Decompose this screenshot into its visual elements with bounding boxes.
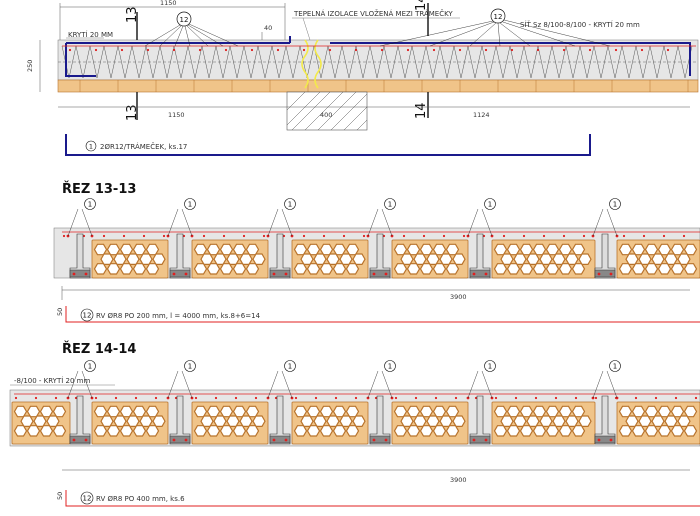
joist-callout-label: 1 — [388, 201, 392, 209]
joist-callout — [609, 360, 621, 372]
joist-callout — [609, 198, 621, 210]
joist-callout-label: 1 — [288, 201, 292, 209]
joist-callout-label: 1 — [613, 201, 617, 209]
joist-callout-label: 1 — [288, 363, 292, 371]
svg-text:12: 12 — [180, 16, 189, 24]
callout-12-left — [176, 11, 192, 27]
joist-callout-label: 1 — [188, 363, 192, 371]
section-mark-14-bottom: 14 — [414, 102, 429, 119]
joist-callout — [184, 360, 196, 372]
joist-callout — [384, 198, 396, 210]
joist-callout — [384, 360, 396, 372]
section-14-mesh-label: -8/100 - KRYTÍ 20 mm — [14, 376, 90, 385]
svg-text:1: 1 — [89, 143, 93, 151]
joist-callout-label: 1 — [88, 201, 92, 209]
dim-40: 40 — [264, 24, 272, 32]
joist-callout-label: 1 — [488, 201, 492, 209]
section-mark-14-top: 14 — [414, 0, 429, 11]
wall-support — [286, 91, 368, 131]
joist-callout-label: 1 — [88, 363, 92, 371]
top-detail: 1150 250 40 — [26, 0, 699, 156]
svg-text:12: 12 — [83, 495, 92, 503]
joist-callout-label: 1 — [613, 363, 617, 371]
svg-text:12: 12 — [83, 312, 92, 320]
dim-1124: 1124 — [473, 111, 490, 119]
svg-text:12: 12 — [494, 13, 503, 21]
joist-callout-label: 1 — [488, 363, 492, 371]
joist-callout — [84, 360, 96, 372]
dim-400: 400 — [320, 111, 332, 119]
rebar-callout — [85, 140, 97, 152]
section-14-dim: 3900 — [450, 476, 467, 484]
section-13: ŘEZ 13-13 1 1 1 1 1 1 3900 50 12 RV ØR8 PO 20… — [53, 181, 700, 323]
rebar-outline-right — [289, 36, 691, 76]
section-13-bar — [65, 306, 700, 323]
section-13-note-callout — [80, 308, 94, 322]
dim-top: 1150 — [160, 0, 177, 7]
joist-callout — [484, 198, 496, 210]
truss-lines — [61, 45, 693, 79]
brick-strip — [57, 79, 699, 93]
section-13-title: ŘEZ 13-13 — [62, 181, 136, 197]
section-14: ŘEZ 14-14 -8/100 - KRYTÍ 20 mm 1 1 1 1 1 1 39… — [9, 341, 700, 507]
rebar-note: 2ØR12/TRÁMEČEK, ks.17 — [100, 142, 187, 151]
joist-callout-label: 1 — [188, 201, 192, 209]
section-13-dim: 3900 — [450, 293, 467, 301]
dim-bottom-left: 1150 — [168, 111, 185, 119]
dim-height: 250 — [26, 60, 34, 72]
insulation — [301, 39, 309, 89]
section-mark-13-top: 13 — [125, 6, 140, 23]
joist-callout — [284, 360, 296, 372]
section-13-dim-side: 50 — [56, 308, 64, 316]
section-14-bar — [65, 490, 700, 507]
joist-callout — [84, 198, 96, 210]
joist-callout — [284, 198, 296, 210]
joist-callout-label: 1 — [388, 363, 392, 371]
section-mark-13-bottom: 13 — [125, 104, 140, 121]
section-14-note: RV ØR8 PO 400 mm, ks.6 — [96, 495, 185, 503]
joist-callout — [184, 198, 196, 210]
cover-label: KRYTÍ 20 MM — [68, 30, 113, 39]
rebar-bar-shape — [65, 134, 591, 156]
section-14-dim-side: 50 — [56, 492, 64, 500]
section-13-note: RV ØR8 PO 200 mm, l = 4000 mm, ks.8+6=14 — [96, 312, 261, 320]
mesh-label: SÍŤ Sz 8/100-8/100 - KRYTÍ 20 mm — [520, 20, 640, 29]
insulation-label: TEPELNÁ IZOLACE VLOŽENÁ MEZI TRÁMEČKY — [293, 9, 453, 18]
section-14-title: ŘEZ 14-14 — [62, 341, 136, 357]
section-14-note-callout — [80, 491, 94, 505]
joist-callout — [484, 360, 496, 372]
